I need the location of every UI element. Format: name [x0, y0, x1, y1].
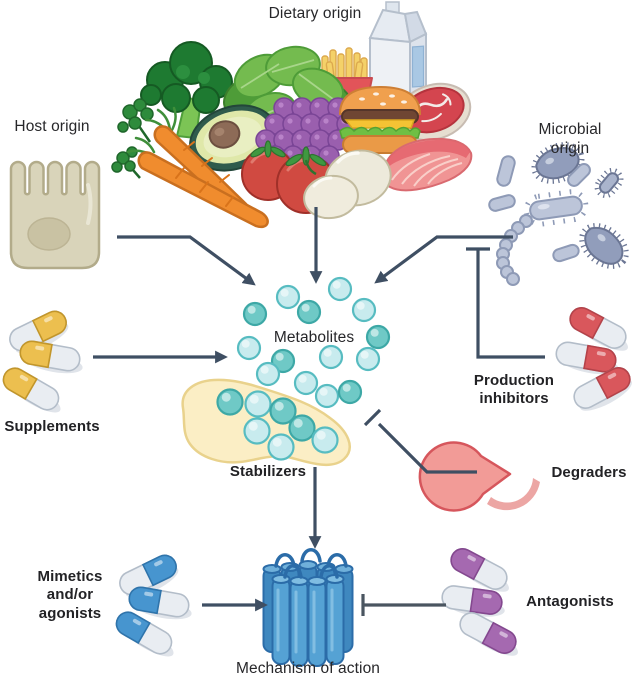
bacterium-spiky-2: [579, 223, 629, 269]
degraders-tbar: [363, 408, 477, 474]
metabolite-circle: [314, 383, 340, 409]
label-supplements: Supplements: [4, 418, 100, 435]
label-production-inhibitors: Production inhibitors: [473, 372, 555, 408]
bacterium-small-spiky: [594, 167, 624, 199]
milk-carton-icon: [368, 1, 428, 102]
avocado-pit: [208, 120, 241, 149]
mimetic-pills: [115, 554, 192, 657]
metabolites-illustration: [216, 276, 391, 461]
production-inhibitors-tbar: [466, 247, 545, 359]
label-mimetics: Mimetics and/or agonists: [37, 568, 103, 622]
metabolite-circle: [267, 433, 295, 461]
label-antagonists: Antagonists: [526, 593, 614, 610]
metabolite-circle: [351, 297, 377, 323]
capsule-icon: [573, 367, 631, 409]
antagonists-tbar: [361, 594, 446, 616]
metabolite-circle: [269, 397, 297, 425]
carrots-icon: [126, 106, 269, 229]
production-inhibitor-pills: [555, 307, 632, 411]
capsule-icon: [2, 367, 60, 411]
supplement-pills: [2, 310, 83, 413]
metabolite-circle: [243, 417, 271, 445]
metabolite-circle: [275, 284, 301, 310]
label-stabilizers: Stabilizers: [229, 463, 307, 480]
host-to-metabolites-arrow: [117, 235, 256, 286]
metabolite-circle: [311, 426, 339, 454]
capsule-icon: [459, 612, 517, 654]
metabolite-circle: [288, 414, 316, 442]
capsule-icon: [441, 585, 503, 615]
metabolite-circle: [216, 388, 244, 416]
metabolite-circle: [337, 379, 363, 405]
capsule-icon: [128, 586, 190, 618]
capsule-icon: [119, 554, 177, 596]
broccoli-icon: [140, 41, 233, 139]
bacterium-spiky: [531, 142, 585, 184]
label-mechanism-of-action: Mechanism of action: [235, 660, 381, 677]
label-degraders: Degraders: [551, 464, 627, 481]
capsule-icon: [555, 341, 617, 373]
capsule-icon: [450, 548, 508, 590]
label-microbial-origin: Microbial origin: [538, 121, 602, 157]
bacteria-illustration: [488, 142, 629, 286]
salmon-icon: [381, 137, 473, 192]
edges: [93, 207, 545, 616]
capsule-icon: [115, 611, 173, 655]
capsule-icon: [569, 307, 627, 349]
metabolite-circle: [365, 324, 391, 350]
metabolite-circle: [318, 344, 344, 370]
metabolite-circle: [296, 299, 322, 325]
host-cell-illustration: [9, 160, 101, 270]
metabolite-circle: [242, 301, 268, 327]
label-metabolites: Metabolites: [273, 329, 355, 346]
food-illustration: [111, 1, 473, 229]
metabolite-circle: [236, 335, 262, 361]
capsule-icon: [9, 310, 67, 352]
metabolite-circle: [255, 361, 281, 387]
metabolite-circle: [355, 346, 381, 372]
cell-nucleus: [27, 217, 71, 251]
microbial-to-metabolites-arrow: [374, 235, 513, 284]
metabolite-circle: [270, 348, 296, 374]
bacterium-chain: [496, 214, 533, 286]
capsule-icon: [19, 340, 81, 372]
bacterium-pili: [523, 189, 589, 227]
label-host-origin: Host origin: [14, 118, 90, 135]
antagonist-pills: [441, 548, 518, 656]
metabolite-circle: [293, 370, 319, 396]
label-dietary-origin: Dietary origin: [268, 5, 362, 22]
mechanism-illustration: [262, 548, 354, 667]
metabolite-circle: [327, 276, 353, 302]
degrader-icon: [418, 441, 540, 512]
metabolite-circle: [244, 390, 272, 418]
